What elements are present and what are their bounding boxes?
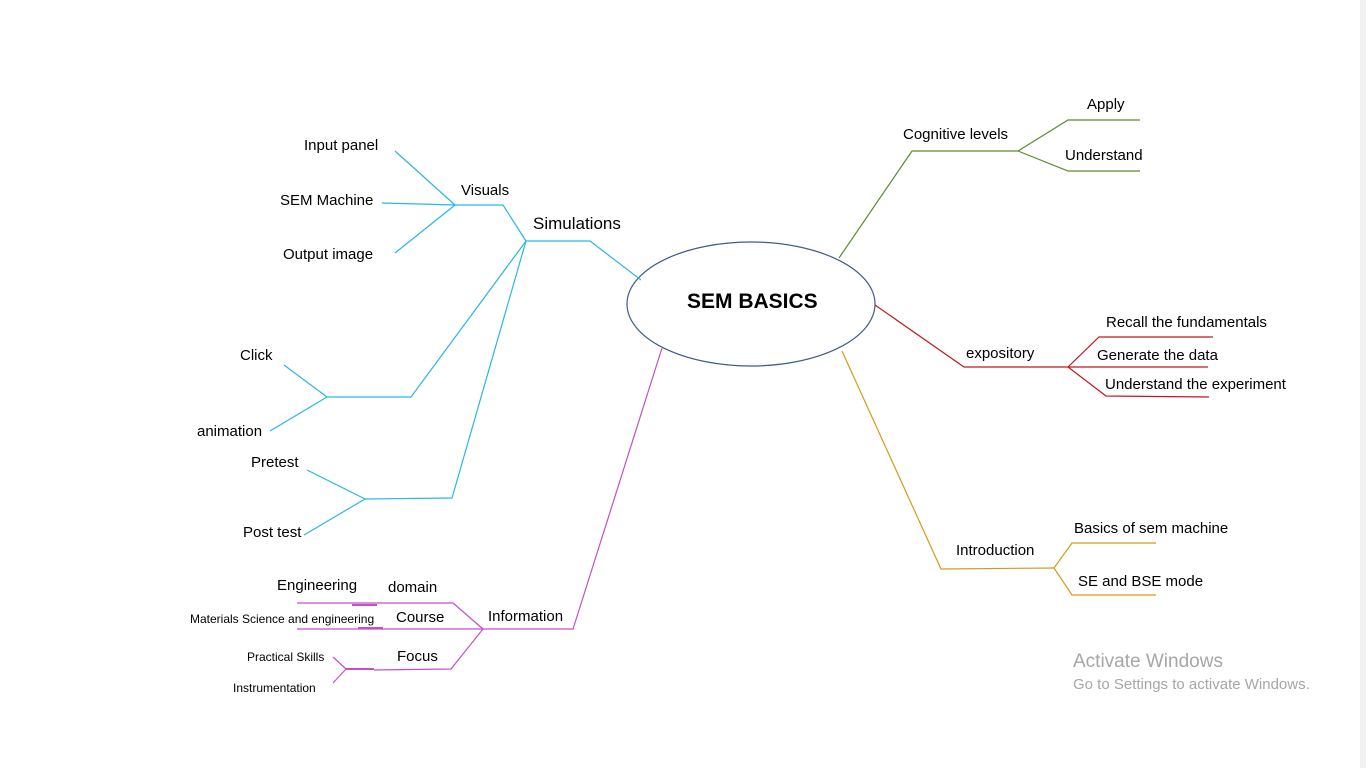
cognitive-levels-label: Cognitive levels bbox=[903, 126, 1009, 143]
simulations-label: Simulations bbox=[533, 214, 621, 233]
center-title: SEM BASICS bbox=[687, 290, 818, 313]
input-panel-label: Input panel bbox=[304, 137, 379, 154]
practical-skills-label: Practical Skills bbox=[247, 650, 325, 664]
output-image-label: Output image bbox=[283, 246, 374, 263]
understand-experiment-label: Understand the experiment bbox=[1105, 376, 1286, 393]
scrollbar-track[interactable] bbox=[1360, 0, 1366, 768]
introduction-branch-lines bbox=[841, 350, 1156, 596]
visuals-label: Visuals bbox=[461, 182, 510, 199]
generate-data-label: Generate the data bbox=[1097, 347, 1218, 364]
introduction-label: Introduction bbox=[956, 542, 1035, 559]
basics-sem-machine-label: Basics of sem machine bbox=[1074, 520, 1229, 537]
information-label: Information bbox=[488, 608, 564, 625]
apply-label: Apply bbox=[1087, 96, 1125, 113]
recall-fundamentals-label: Recall the fundamentals bbox=[1106, 314, 1267, 331]
domain-label: domain bbox=[388, 579, 438, 596]
engineering-label: Engineering bbox=[277, 577, 358, 594]
activate-windows-title: Activate Windows bbox=[1073, 651, 1223, 672]
understand-label: Understand bbox=[1065, 147, 1143, 164]
sem-machine-label: SEM Machine bbox=[280, 192, 374, 209]
center-node-ellipse bbox=[626, 241, 876, 367]
instrumentation-label: Instrumentation bbox=[233, 681, 316, 695]
activate-windows-subtitle: Go to Settings to activate Windows. bbox=[1073, 676, 1310, 693]
click-label: Click bbox=[240, 347, 273, 364]
expository-branch-lines bbox=[874, 304, 1213, 398]
focus-label: Focus bbox=[397, 648, 438, 665]
course-label: Course bbox=[396, 609, 445, 626]
simulations-branch-lines bbox=[269, 150, 642, 536]
information-branch-lines bbox=[297, 347, 663, 684]
expository-label: expository bbox=[966, 345, 1035, 362]
se-bse-mode-label: SE and BSE mode bbox=[1078, 573, 1204, 590]
cognitive-branch-lines bbox=[838, 119, 1140, 259]
pretest-label: Pretest bbox=[251, 454, 299, 471]
animation-label: animation bbox=[197, 423, 263, 440]
post-test-label: Post test bbox=[243, 524, 302, 541]
materials-science-label: Materials Science and engineering bbox=[190, 612, 375, 626]
